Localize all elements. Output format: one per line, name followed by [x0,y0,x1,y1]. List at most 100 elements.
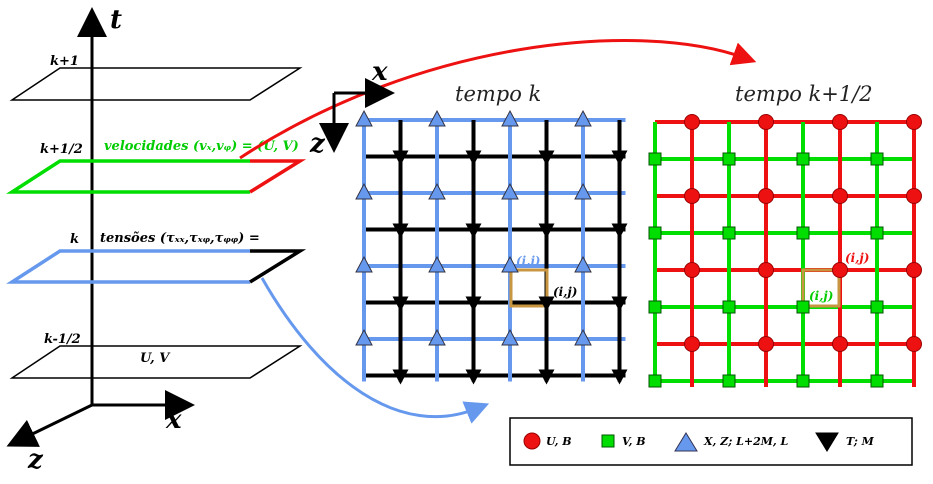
level-label-k: k [70,232,79,247]
velocity-v-square-icon [722,152,736,166]
plane-k-black [249,249,307,284]
grid-half-ij-red: (i,j) [845,251,869,265]
stress-shear-triangle-icon [392,296,409,312]
stress-shear-triangle-icon [392,369,409,385]
velocity-u-circle-icon [684,336,700,352]
velocity-u-circle-icon [832,262,848,278]
velocity-v-square-icon [648,374,662,388]
velocity-v-square-icon [870,300,884,314]
stress-shear-triangle-icon [538,296,555,312]
grid-tempo-k-title: tempo k [455,82,541,106]
stress-normal-triangle-icon [355,109,373,127]
grid-tempo-k: tempo k x z (i,j) (i,j) [309,57,628,385]
stress-normal-triangle-icon [574,255,592,273]
velocity-u-circle-icon [906,114,922,130]
stress-shear-triangle-icon [465,150,482,166]
stress-shear-triangle-icon [611,369,628,385]
stress-shear-triangle-icon [392,150,409,166]
grid-k-cell [509,268,549,308]
plane-k-plus-1 [9,67,303,101]
velocity-u-circle-icon [906,336,922,352]
stress-normal-triangle-icon [501,182,519,200]
velocity-u-circle-icon [758,262,774,278]
legend-item-circle: U, B [523,432,572,450]
stress-normal-triangle-icon [501,255,519,273]
stress-shear-triangle-icon [465,223,482,239]
stress-shear-triangle-icon [538,369,555,385]
stress-normal-triangle-icon [574,109,592,127]
level-label-k-plus-1: k+1 [50,54,79,69]
legend-item-triangle-down: T; M [815,432,875,452]
plane-k-minus-half [9,345,303,379]
velocity-u-circle-icon [684,188,700,204]
velocity-v-square-icon [722,226,736,240]
velocity-v-square-icon [796,374,810,388]
stress-shear-triangle-icon [538,150,555,166]
velocity-u-circle-icon [832,114,848,130]
plane-k-blue [6,249,250,284]
stress-normal-triangle-icon [428,109,446,127]
plane-k-plus-half-green [6,159,250,194]
x-axis-label: x [165,405,182,435]
plane-k-plus-half-red [249,159,307,194]
velocity-v-square-icon [722,300,736,314]
velocity-u-circle-icon [684,114,700,130]
velocity-u-circle-icon [906,188,922,204]
stress-normal-triangle-icon [501,328,519,346]
legend-label-circle: U, B [546,435,572,448]
velocity-u-circle-icon [758,114,774,130]
stress-normal-triangle-icon [355,328,373,346]
z-axis [6,403,93,447]
grid-half-markers [648,114,922,388]
red-curved-arrow [239,39,757,160]
legend-blue-triangle-icon [674,432,698,452]
stress-normal-triangle-icon [355,255,373,273]
velocity-u-circle-icon [832,336,848,352]
grid-k-markers [355,109,628,385]
stress-normal-triangle-icon [501,109,519,127]
grid-k-ij-black: (i,j) [553,285,577,299]
stress-shear-triangle-icon [465,369,482,385]
legend-red-circle-icon [523,432,541,450]
level-label-k-minus-half: k-1/2 [44,332,81,347]
legend-label-triangle-down: T; M [846,435,875,448]
stress-normal-triangle-icon [574,328,592,346]
stresses-annotation: tensões (τₓₓ,τₓᵩ,τᵩᵩ) = [100,231,260,246]
velocity-v-square-icon [796,300,810,314]
velocity-u-circle-icon [758,188,774,204]
velocity-v-square-icon [722,374,736,388]
stress-normal-triangle-icon [574,182,592,200]
t-axis-label: t [110,5,122,35]
stress-normal-triangle-icon [428,328,446,346]
legend-green-square-icon [601,434,615,448]
stress-shear-triangle-icon [611,296,628,312]
legend-item-triangle-up: X, Z; L+2M, L [674,432,789,452]
z-axis-label: z [27,445,44,475]
legend-label-triangle-up: X, Z; L+2M, L [703,435,789,448]
grid-half-ij-green: (i,j) [809,289,833,303]
stress-shear-triangle-icon [392,223,409,239]
uv-annotation: U, V [140,351,171,366]
velocity-v-square-icon [648,300,662,314]
velocity-v-square-icon [648,226,662,240]
velocity-u-circle-icon [906,262,922,278]
velocity-v-square-icon [870,374,884,388]
stress-shear-triangle-icon [611,223,628,239]
grid-tempo-k-plus-half-title: tempo k+1/2 [735,82,873,106]
velocity-v-square-icon [870,152,884,166]
velocity-u-circle-icon [758,336,774,352]
stress-shear-triangle-icon [465,296,482,312]
stress-shear-triangle-icon [538,223,555,239]
blue-curved-arrow [260,277,490,424]
grid-z-axis-label: z [309,129,326,159]
stress-shear-triangle-icon [611,150,628,166]
legend-label-square: V, B [622,435,646,448]
stress-normal-triangle-icon [355,182,373,200]
legend: U, B V, B X, Z; L+2M, L T; M [509,417,913,466]
legend-black-triangle-icon [815,432,839,452]
stress-normal-triangle-icon [428,182,446,200]
legend-box [509,417,913,466]
velocity-v-square-icon [648,152,662,166]
